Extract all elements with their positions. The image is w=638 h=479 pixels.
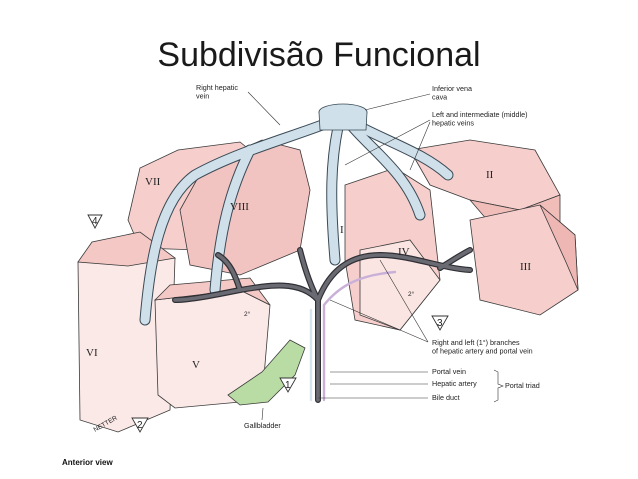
segment-label-vii: VII [145, 176, 161, 188]
inferior-vena-cava-label-line-1: Inferior vena [432, 84, 472, 93]
triangle-4 [87, 214, 103, 229]
svg-text:Right hepatic vein: Right hepatic vein [196, 83, 240, 101]
hepatic-veins-label-line-1: Left and intermediate (middle) [432, 110, 527, 119]
segment-label-vi: VI [86, 347, 98, 359]
hepatic-artery-label: Hepatic artery [432, 379, 477, 388]
svg-text:Inferior vena cava: Inferior vena cava [432, 84, 474, 102]
annotation-labels: Right hepatic vein Inferior vena cava Le… [196, 83, 540, 430]
segment-label-viii: VIII [230, 201, 249, 213]
triangle-3 [431, 315, 449, 331]
triangle-markers [87, 214, 449, 433]
view-caption: Anterior view [62, 458, 113, 467]
inferior-vena-cava-label-line-2: cava [432, 93, 447, 102]
second-order-label-b: 2° [408, 290, 415, 298]
leader-lines [247, 91, 504, 421]
svg-text:Right and left (1°) branches: Right and left (1°) branches of hepatic … [432, 338, 533, 356]
gallbladder-shape [227, 339, 306, 406]
segment-label-ii: II [486, 169, 494, 181]
right-hepatic-vein-label-line-1: Right hepatic [196, 83, 238, 92]
hepatic-veins-label-line-2: hepatic veins [432, 119, 474, 128]
segment-label-i: I [340, 224, 344, 236]
second-order-label-a: 2° [244, 310, 251, 318]
slide-title: Subdivisão Funcional [157, 36, 481, 74]
branches-label-line-2: of hepatic artery and portal vein [432, 347, 533, 356]
branches-label-line-1: Right and left (1°) branches [432, 338, 520, 347]
triangle-4-label: 4 [92, 216, 98, 227]
triangle-1 [279, 377, 297, 393]
segment-label-v: V [192, 359, 200, 371]
triangle-2-label: 2 [137, 420, 143, 431]
segment-labels: VII VIII II III IV V VI I 2° 2° [86, 169, 531, 371]
triangle-2 [131, 417, 149, 433]
segment-iii-shape [469, 204, 579, 316]
segment-label-iii: III [520, 261, 531, 273]
portal-branches [172, 247, 473, 403]
gallbladder-label: Gallbladder [244, 421, 281, 430]
triangle-3-label: 3 [437, 318, 443, 329]
right-hepatic-vein-label-line-2: vein [196, 92, 209, 101]
svg-text:Left and intermediate (middle): Left and intermediate (middle) hepatic v… [432, 110, 529, 128]
portal-vein-label: Portal vein [432, 367, 466, 376]
hepatic-veins [139, 103, 454, 326]
segment-ii-shape [409, 139, 561, 211]
triangle-1-label: 1 [285, 380, 291, 391]
bile-duct-label: Bile duct [432, 393, 460, 402]
segment-label-iv: IV [398, 246, 410, 258]
portal-triad-label: Portal triad [505, 381, 540, 390]
